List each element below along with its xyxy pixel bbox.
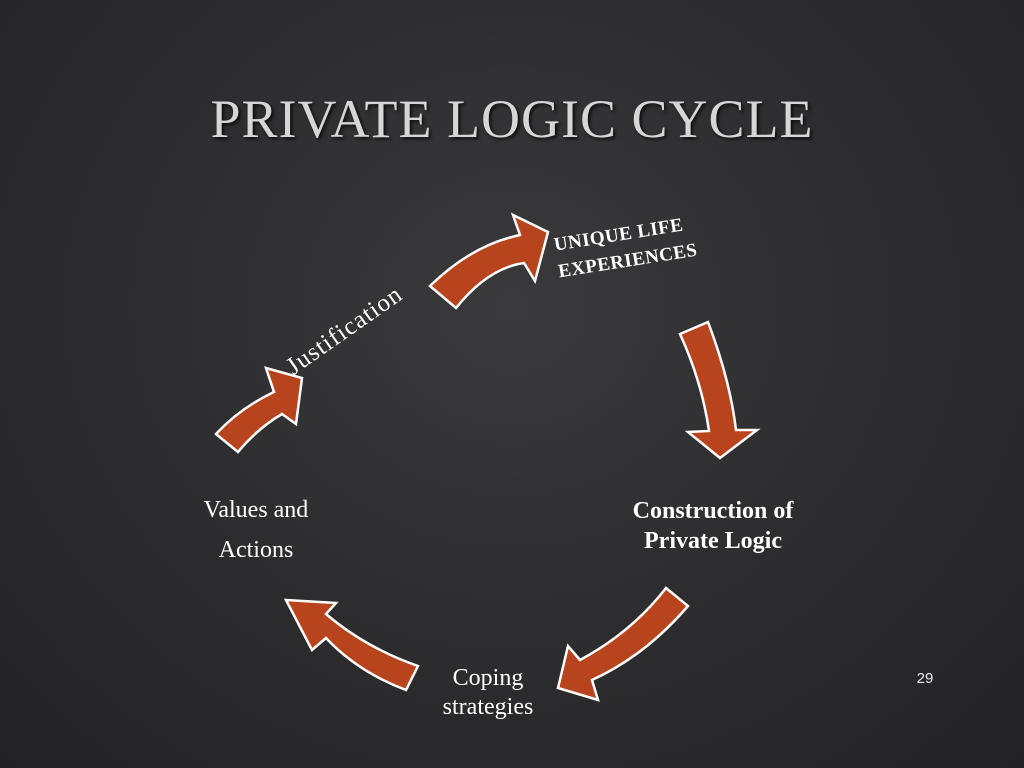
cycle-arrow-construction-to-coping — [556, 586, 690, 702]
node-values-line-1: Values and — [203, 497, 309, 523]
node-values-line-2: Actions — [218, 537, 294, 563]
slide-title: PRIVATE LOGIC CYCLE — [210, 89, 814, 149]
cycle-arrow-unique-to-construction — [678, 320, 761, 460]
node-construction-line-1: Construction of — [632, 498, 794, 524]
cycle-arrow-coping-to-values — [283, 598, 420, 692]
node-construction-of-private-logic: Construction of Private Logic — [598, 496, 828, 556]
node-values-and-actions: Values and Actions — [176, 490, 336, 570]
node-coping-strategies: Coping strategies — [418, 664, 558, 722]
node-coping-line-1: Coping — [452, 665, 524, 691]
page-number: 29 — [916, 670, 934, 687]
node-construction-line-2: Private Logic — [644, 528, 782, 554]
cycle-arrow-values-to-justification — [214, 366, 304, 454]
cycle-arrow-justification-to-unique — [428, 212, 550, 310]
node-coping-line-2: strategies — [442, 694, 534, 720]
